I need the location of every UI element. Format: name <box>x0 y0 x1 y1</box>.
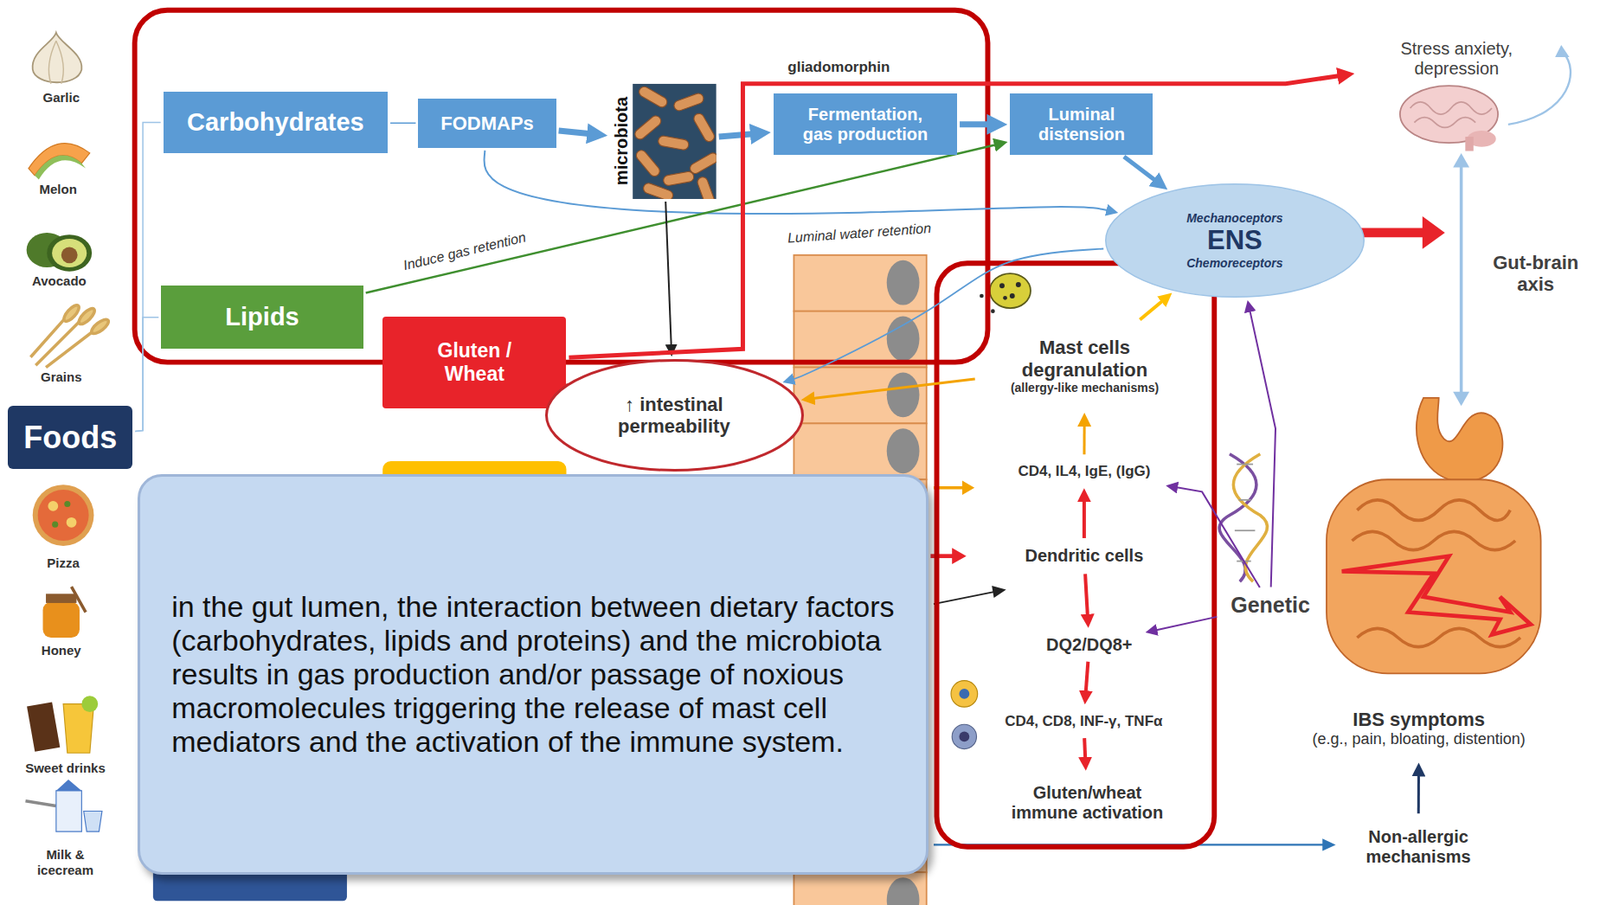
connector <box>390 122 416 124</box>
process-box: Foods <box>7 405 133 470</box>
connector <box>1082 496 1086 539</box>
connector <box>568 75 1344 358</box>
connector <box>1082 421 1086 456</box>
text-node: Gluten/wheat immune activation <box>997 773 1176 833</box>
text-node: Dendritic cells <box>1009 540 1158 572</box>
connector <box>1085 573 1088 620</box>
node-text: Non-allergic mechanisms <box>1347 827 1491 868</box>
avocado-icon <box>26 232 92 272</box>
node-text: Chemoreceptors <box>1183 256 1286 270</box>
connector <box>559 130 596 135</box>
text-label: Avocado <box>32 274 87 290</box>
ellipse-node: ↑ intestinal permeability <box>545 359 804 472</box>
dna-picture <box>1219 454 1267 582</box>
text-label: Sweet drinks <box>25 760 106 776</box>
connector <box>1085 661 1088 697</box>
highlight-frames <box>134 10 1215 848</box>
pizza-icon <box>32 484 95 547</box>
connector <box>959 121 996 128</box>
text-label: Garlic <box>42 90 80 106</box>
node-text: ENS <box>1204 224 1266 257</box>
connector <box>1173 487 1260 588</box>
connector <box>665 201 672 350</box>
node-text: in the gut lumen, the interaction betwee… <box>171 590 895 759</box>
node-text: Fermentation, gas production <box>792 104 939 145</box>
connector <box>1249 307 1276 587</box>
edge-label: gliadomorphin <box>784 58 893 77</box>
text-label: Pizza <box>46 555 80 571</box>
node-text: (e.g., pain, bloating, distention) <box>1312 730 1526 749</box>
gut-picture <box>1326 398 1542 674</box>
connector <box>366 143 1000 293</box>
node-text: ↑ intestinal permeability <box>567 393 782 438</box>
ellipse-node: MechanoceptorsENSChemoreceptors <box>1105 183 1365 298</box>
node-text: microbiota <box>611 96 632 186</box>
connector <box>1124 156 1160 184</box>
microbiota-node: microbiota <box>610 83 717 200</box>
text-node: Non-allergic mechanisms <box>1342 816 1496 878</box>
text-node: Stress anxiety, depression <box>1356 30 1556 87</box>
connector <box>483 150 1112 214</box>
connector <box>134 317 159 432</box>
layout-arrows <box>930 44 1571 852</box>
connector <box>1139 298 1166 321</box>
node-text: FODMAPs <box>440 112 534 135</box>
text-node: Mast cells degranulation(allergy-like me… <box>977 321 1193 411</box>
process-box: Lipids <box>160 285 363 349</box>
node-text: Carbohydrates <box>186 108 365 137</box>
honey-icon <box>43 586 87 638</box>
connector <box>134 122 161 432</box>
garlic-icon <box>32 32 83 84</box>
process-box: FODMAPs <box>417 98 556 148</box>
microbiota-picture <box>632 83 717 200</box>
callout-box: in the gut lumen, the interaction betwee… <box>137 474 929 874</box>
text-node: CD4, IL4, IgE, (IgG) <box>1005 456 1164 486</box>
text-node: DQ2/DQ8+ <box>1035 630 1144 660</box>
text-node: IBS symptoms(e.g., pain, bloating, diste… <box>1253 696 1585 760</box>
node-text: IBS symptoms <box>1352 708 1485 731</box>
process-box: Gluten / Wheat <box>382 316 566 409</box>
node-text: CD4, CD8, INF-γ, TNFα <box>1004 713 1163 731</box>
text-label: Melon <box>39 182 78 198</box>
text-node: CD4, CD8, INF-γ, TNFα <box>981 706 1186 736</box>
grains-icon <box>30 302 110 367</box>
edge-label: Induce gas retention <box>398 229 530 276</box>
node-text: Mechanoceptors <box>1183 211 1286 225</box>
process-box: Fermentation, gas production <box>773 93 958 155</box>
node-text: (allergy-like mechanisms) <box>1010 380 1159 395</box>
text-label: Luminal water retention <box>783 220 934 247</box>
node-text: Lipids <box>224 302 299 332</box>
melon-icon <box>28 143 90 180</box>
node-text: Foods <box>23 419 117 456</box>
node-text: Genetic <box>1230 592 1311 618</box>
text-label: Gut-brain axis <box>1484 251 1588 296</box>
node-text: Dendritic cells <box>1025 546 1144 566</box>
node-text: CD4, IL4, IgE, (IgG) <box>1017 462 1151 481</box>
node-text: DQ2/DQ8+ <box>1046 635 1132 656</box>
connector <box>719 133 759 137</box>
node-text: Gluten/wheat immune activation <box>1002 783 1171 823</box>
text-label: Grains <box>40 370 83 386</box>
text-label: Honey <box>41 643 82 659</box>
node-text: Stress anxiety, depression <box>1362 38 1551 79</box>
process-box: Luminal distension <box>1009 93 1153 155</box>
connector <box>1084 738 1086 763</box>
connector <box>1152 616 1217 631</box>
process-box: Carbohydrates <box>163 91 388 154</box>
immune-cells-picture <box>951 681 978 750</box>
text-node: Genetic <box>1219 590 1322 621</box>
node-text: Gluten / Wheat <box>425 339 523 386</box>
sweet-drinks-icon <box>26 695 98 753</box>
milk-icon <box>25 779 102 832</box>
brain-picture <box>1400 85 1498 151</box>
connector <box>809 379 975 399</box>
text-label: Milk & icecream <box>30 847 100 878</box>
node-text: Mast cells degranulation <box>983 336 1188 381</box>
node-text: Luminal distension <box>1015 104 1148 145</box>
connector <box>1417 771 1421 814</box>
